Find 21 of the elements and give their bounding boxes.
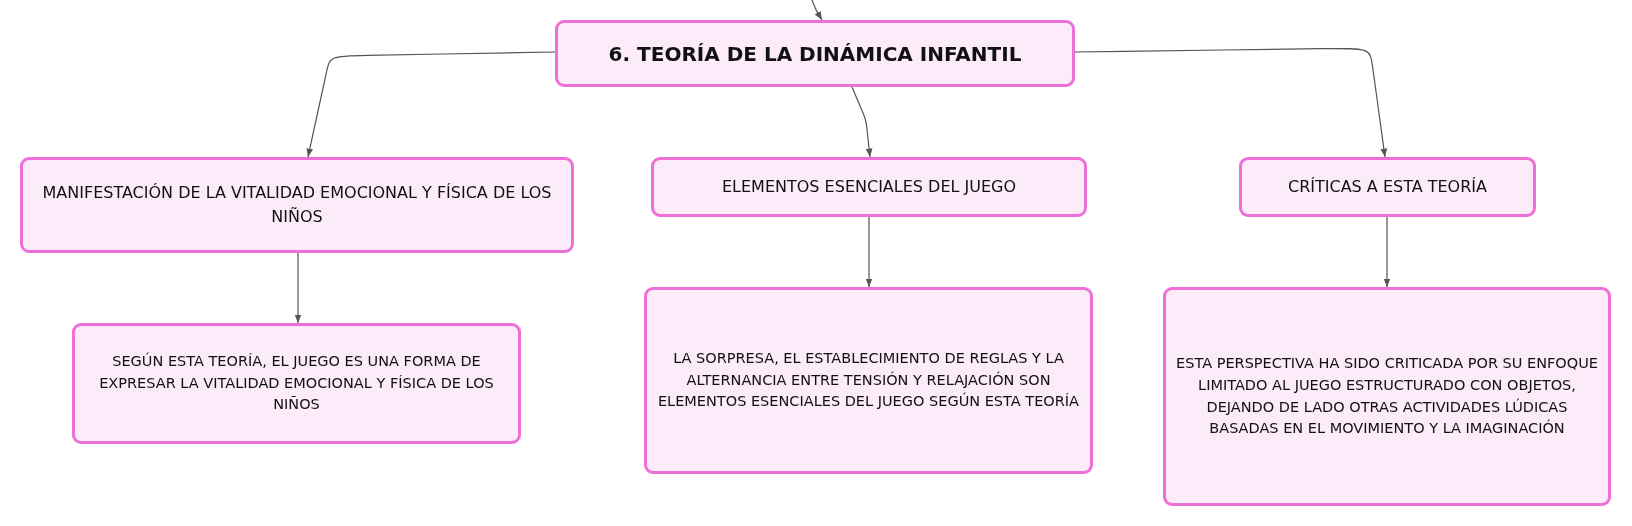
node-text: ESTA PERSPECTIVA HA SIDO CRITICADA POR SU ENFOQUE LIMITADO AL JUEGO ESTRUCTURADO CON OBJETOS, DEJANDO DE LADO OTRAS ACTIVIDADES LÚDICAS BASADAS EN EL MOVIMIENTO Y LA IMAGINACIÓN	[1175, 354, 1599, 439]
arrow	[865, 216, 873, 288]
arrow	[851, 86, 873, 158]
node-text: CRÍTICAS A ESTA TEORÍA	[1288, 176, 1487, 198]
node-text: MANIFESTACIÓN DE LA VITALIDAD EMOCIONAL Y FÍSICA DE LOS NIÑOS	[41, 182, 553, 228]
arrow	[1074, 47, 1388, 158]
topic-box	[20, 157, 574, 253]
topic-box	[651, 157, 1087, 217]
topic-box	[72, 323, 521, 444]
arrow	[811, 0, 823, 21]
node-text: ELEMENTOS ESENCIALES DEL JUEGO	[722, 176, 1016, 198]
topic-box	[644, 287, 1093, 474]
arrow	[294, 252, 302, 324]
node-text: SEGÚN ESTA TEORÍA, EL JUEGO ES UNA FORMA DE EXPRESAR LA VITALIDAD EMOCIONAL Y FÍSICA DE LOS NIÑOS	[98, 351, 495, 415]
arrow	[306, 51, 556, 158]
title-box	[555, 20, 1075, 87]
topic-box	[1239, 157, 1536, 217]
arrow	[1383, 216, 1391, 288]
topic-box	[1163, 287, 1611, 506]
node-text: LA SORPRESA, EL ESTABLECIMIENTO DE REGLAS Y LA ALTERNANCIA ENTRE TENSIÓN Y RELAJACIÓN SON ELEMENTOS ESENCIALES DEL JUEGO SEGÚN ESTA TEORÍA	[656, 348, 1081, 412]
title-text: 6. TEORÍA DE LA DINÁMICA INFANTIL	[608, 40, 1022, 68]
